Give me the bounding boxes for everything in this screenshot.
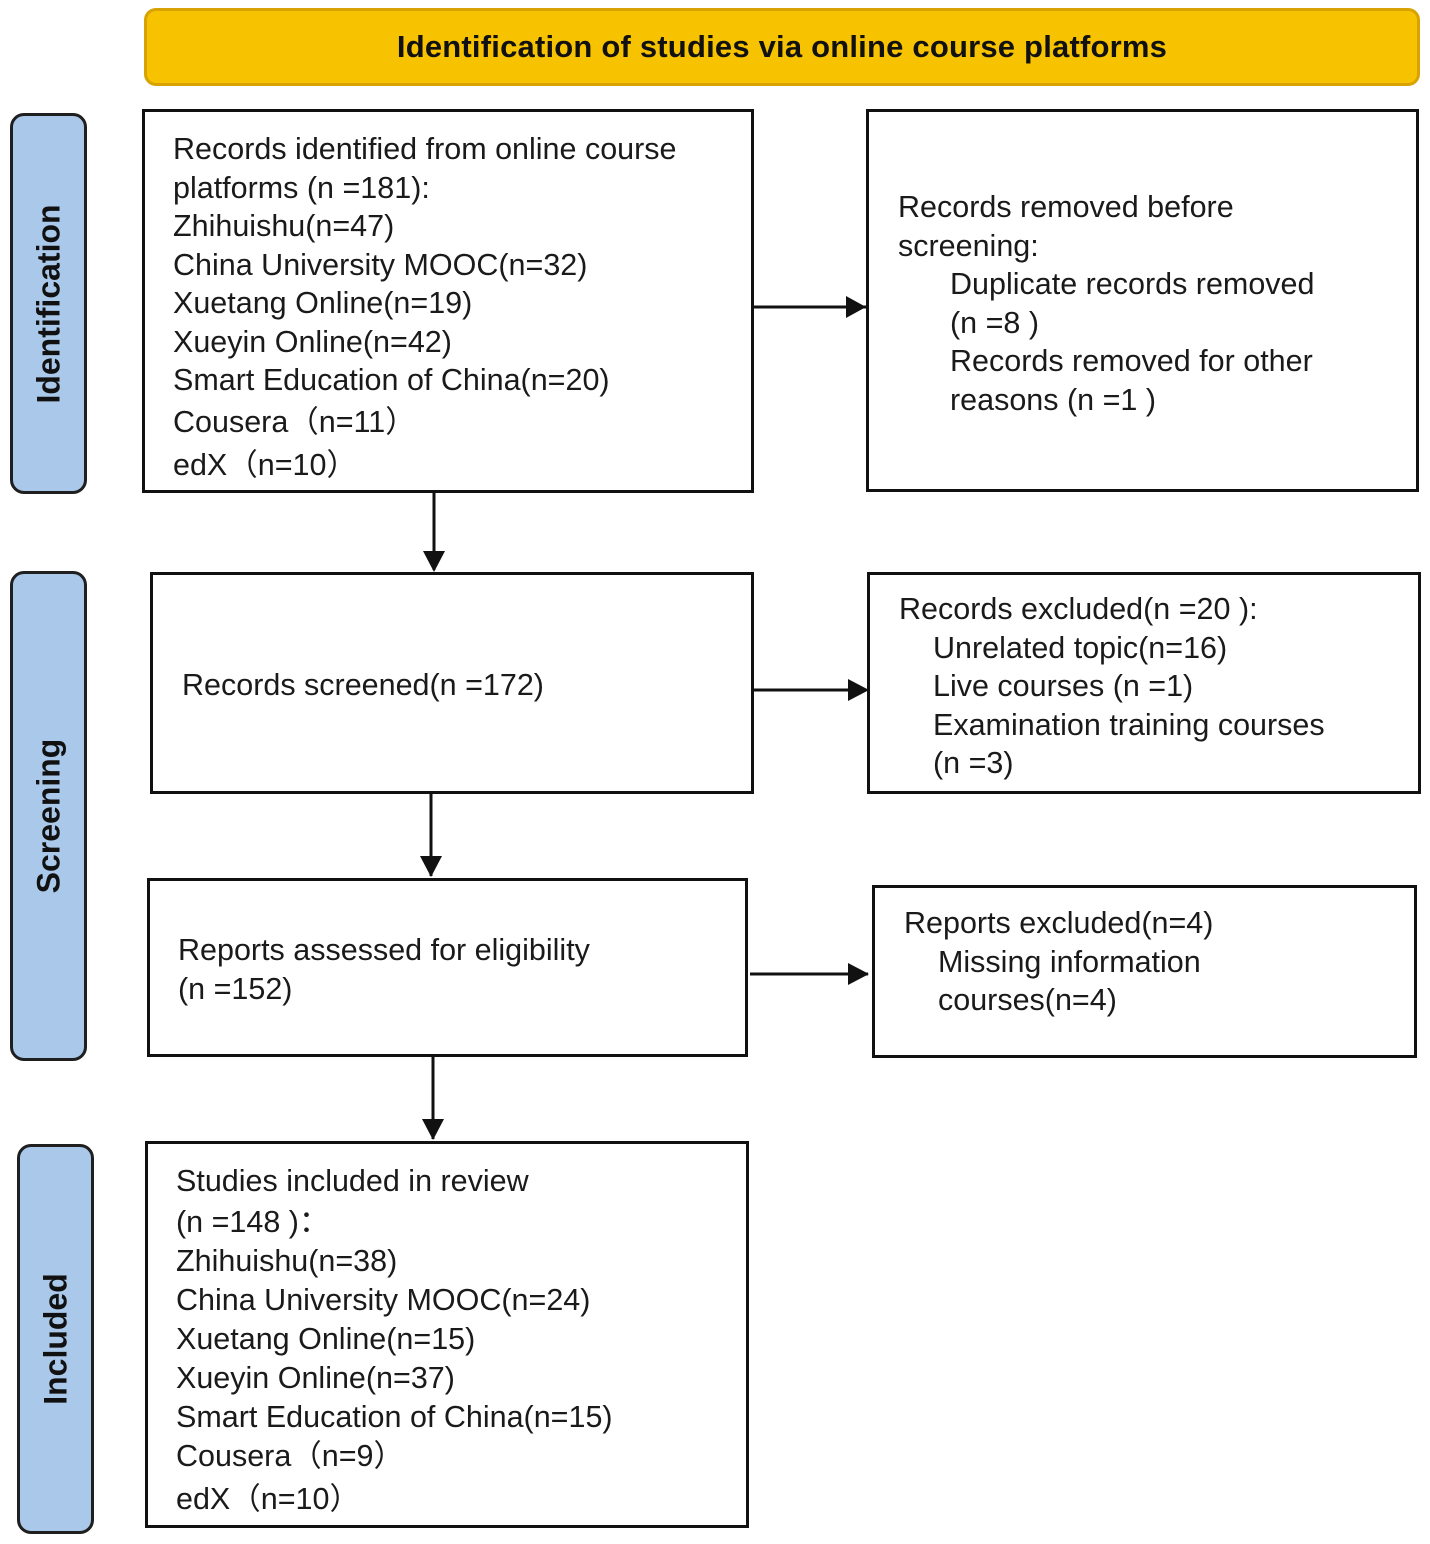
box-line: courses(n=4) [938,983,1117,1017]
records-screened-box: Records screened(n =172) [150,572,754,794]
box-line: Records screened(n =172) [182,668,544,702]
box-line: Xueyin Online(n=37) [176,1361,455,1395]
box-line: Smart Education of China(n=20) [173,363,610,397]
box-line: reasons (n =1 ) [950,382,1156,417]
box-line: Examination training courses [933,707,1325,742]
arrow-to-removed-head [846,296,866,318]
reports-assessed-box: Reports assessed for eligibility (n =152… [147,878,748,1057]
box-line: Records removed for other [950,344,1313,378]
diagram-header: Identification of studies via online cou… [144,8,1420,86]
box-line: (n =152) [178,971,293,1006]
stage-included: Included [17,1144,94,1534]
studies-included-box: Studies included in review (n =148 )： Zh… [145,1141,749,1528]
box-line: Records excluded(n =20 ): [899,592,1258,626]
box-line: Duplicate records removed [950,267,1315,301]
box-line: Reports excluded(n=4) [904,906,1214,940]
arrow-to-included-head [422,1119,444,1140]
arrow-to-screened-head [423,551,445,572]
box-line: Unrelated topic(n=16) [933,630,1228,665]
box-line: China University MOOC(n=24) [176,1283,591,1317]
box-line: Zhihuishu(n=38) [176,1244,398,1278]
box-line: China University MOOC(n=32) [173,247,588,282]
arrow-to-excluded-head [848,679,869,701]
records-identified-box: Records identified from online course pl… [142,109,754,493]
box-line: (n =3) [933,746,1014,780]
box-line: Xuetang Online(n=15) [176,1322,476,1356]
records-removed-box: Records removed before screening: Duplic… [866,109,1419,492]
stage-screening: Screening [10,571,87,1061]
arrow-to-assessed-head [420,856,442,877]
box-line: screening: [898,228,1039,263]
box-line: Reports assessed for eligibility [178,933,590,967]
box-line: (n =8 ) [950,305,1039,340]
box-line: Smart Education of China(n=15) [176,1400,613,1434]
box-line: Xueyin Online(n=42) [173,324,452,359]
box-line: Cousera（n=9） [176,1439,405,1473]
reports-excluded-box: Reports excluded(n=4) Missing informatio… [872,885,1417,1058]
box-line: Cousera（n=11） [173,404,416,439]
box-line: Xuetang Online(n=19) [173,286,473,320]
box-line: Missing information [938,944,1201,979]
box-line: Records removed before [898,190,1234,224]
records-excluded-box: Records excluded(n =20 ): Unrelated topi… [867,572,1421,794]
box-line: edX（n=10） [173,448,357,482]
box-line: Zhihuishu(n=47) [173,209,395,243]
box-line: edX（n=10） [176,1482,360,1516]
box-line: Live courses (n =1) [933,669,1194,703]
box-line: Studies included in review [176,1164,529,1198]
stage-identification: Identification [10,113,87,494]
arrow-to-reports-excluded-head [848,963,869,985]
box-line: (n =148 )： [176,1205,330,1239]
box-line: Records identified from online course [173,132,677,166]
box-line: platforms (n =181): [173,170,430,205]
